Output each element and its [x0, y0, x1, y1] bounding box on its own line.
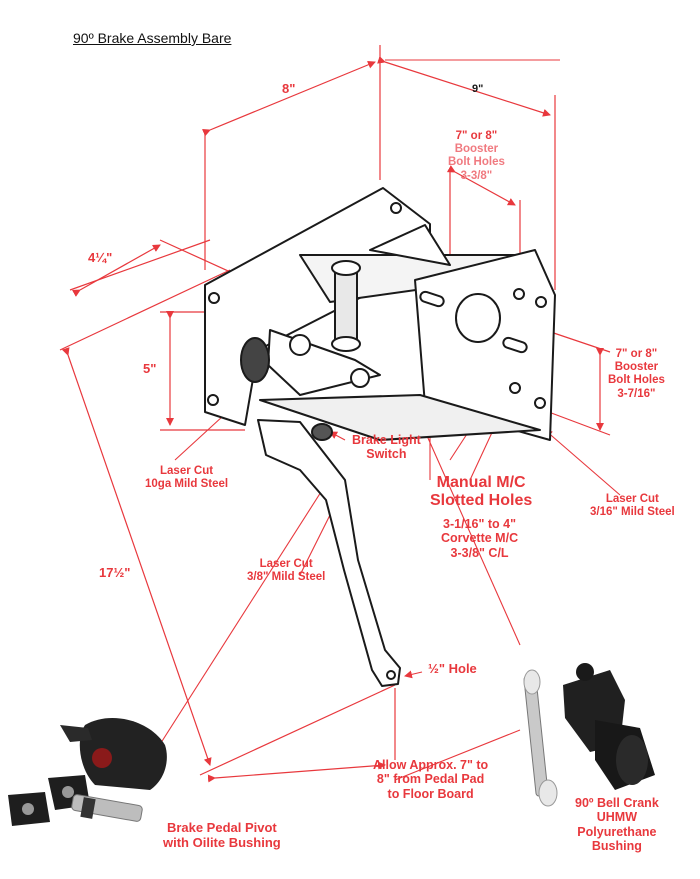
brake-light-switch-label: Brake Light Switch — [352, 433, 421, 462]
dim-9in-line — [377, 56, 551, 117]
dim-depth-label: 4¼" — [88, 250, 113, 265]
bell-crank-caption: 90º Bell Crank UHMW Polyurethane Bushing — [575, 796, 659, 854]
pedal-arm — [257, 419, 401, 687]
dim-pedal-length-line — [61, 347, 212, 766]
pivot-caption: Brake Pedal Pivot with Oilite Bushing — [163, 820, 281, 850]
laser-cut-38-label: Laser Cut 3/8" Mild Steel — [247, 558, 326, 584]
booster-right-label: 7" or 8" Booster Bolt Holes 3-7/16" — [608, 348, 665, 400]
manual-mc-label: Manual M/C Slotted Holes — [430, 474, 533, 510]
dim-9in-label: 9" — [472, 83, 484, 95]
dim-depth-line — [71, 244, 161, 297]
page-title: 90º Brake Assembly Bare — [73, 30, 232, 46]
dim-pedal-length-label: 17½" — [99, 565, 131, 580]
laser-cut-10ga-label: Laser Cut 10ga Mild Steel — [145, 465, 229, 491]
dim-height-label: 5" — [143, 361, 157, 376]
corvette-mc-label: 3-1/16" to 4" Corvette M/C 3-3/8" C/L — [441, 517, 519, 560]
half-inch-hole-label: ½" Hole — [428, 661, 477, 676]
dim-floor-line — [207, 761, 386, 783]
dim-8in-label: 8" — [282, 81, 296, 96]
bracket-drawing — [204, 187, 556, 687]
dimension-lines — [59, 45, 611, 783]
dim-8in-line — [202, 60, 376, 137]
laser-cut-316-label: Laser Cut 3/16" Mild Steel — [590, 493, 675, 519]
booster-top-label: 7" or 8" Booster Bolt Holes 3-3/8" — [448, 130, 505, 182]
floor-board-note: Allow Approx. 7" to 8" from Pedal Pad to… — [373, 758, 489, 801]
pivot-parts-photo — [8, 717, 167, 826]
bell-crank-photo — [523, 663, 655, 807]
dim-booster-top-line — [446, 165, 516, 206]
